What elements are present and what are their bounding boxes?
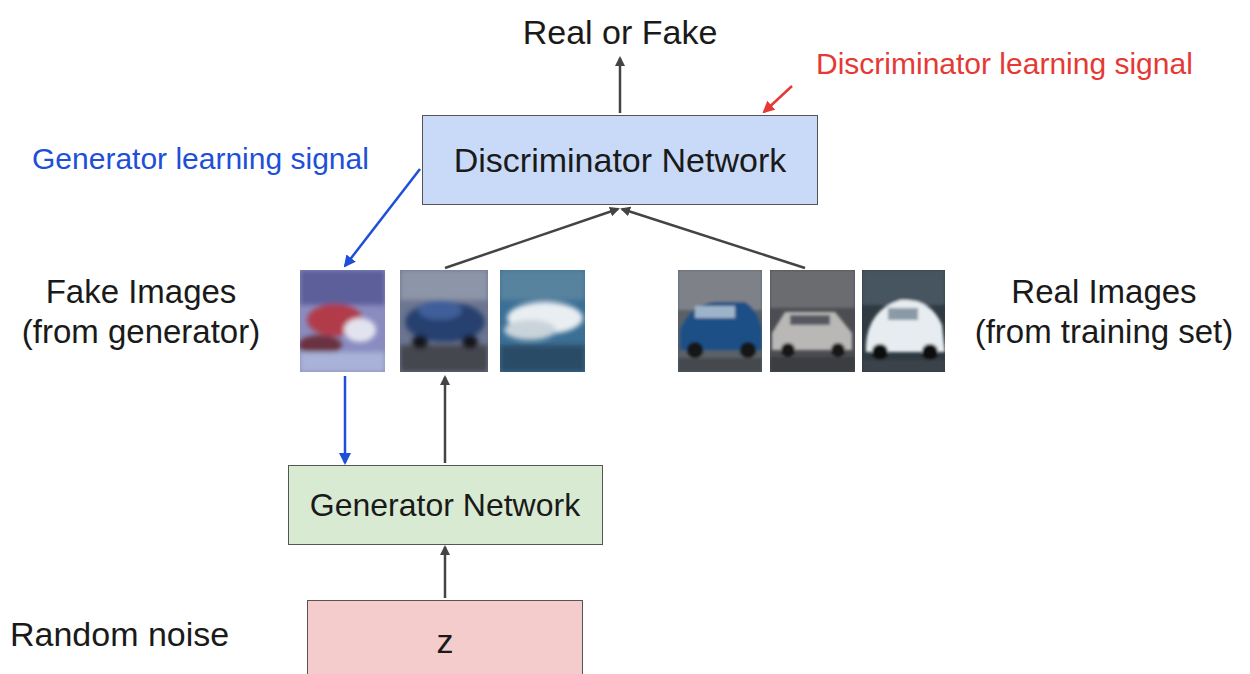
fake-image — [300, 270, 385, 372]
fake-image — [400, 270, 488, 372]
signal-label: Generator learning signal — [32, 141, 402, 177]
real-image — [770, 270, 855, 372]
signal-label: Discriminator learning signal — [816, 46, 1236, 82]
connector-segment — [345, 169, 420, 266]
node-label: Generator Network — [310, 487, 580, 524]
node-label: Discriminator Network — [454, 141, 787, 180]
group-label: Fake Images (from generator) — [10, 272, 272, 351]
discriminator-box: Discriminator Network — [422, 115, 818, 205]
group-label: Real Images (from training set) — [970, 272, 1238, 351]
generator-box: Generator Network — [288, 465, 603, 545]
flow-arrow — [445, 209, 618, 268]
node-label: z — [437, 622, 454, 661]
noise-box: z — [307, 600, 583, 674]
input-label: Random noise — [10, 614, 290, 655]
connector-segment — [344, 376, 347, 463]
learning-signal-arrow — [345, 169, 420, 463]
output-label: Real or Fake — [470, 12, 770, 53]
connector-segment — [444, 547, 447, 598]
signal-pointer — [764, 86, 792, 112]
real-image — [862, 270, 945, 372]
output-arrow — [619, 58, 622, 113]
connector — [445, 547, 446, 598]
flow-arrow — [444, 377, 447, 463]
real-image — [678, 270, 762, 372]
flow-arrow — [622, 209, 805, 268]
fake-image — [500, 270, 585, 372]
